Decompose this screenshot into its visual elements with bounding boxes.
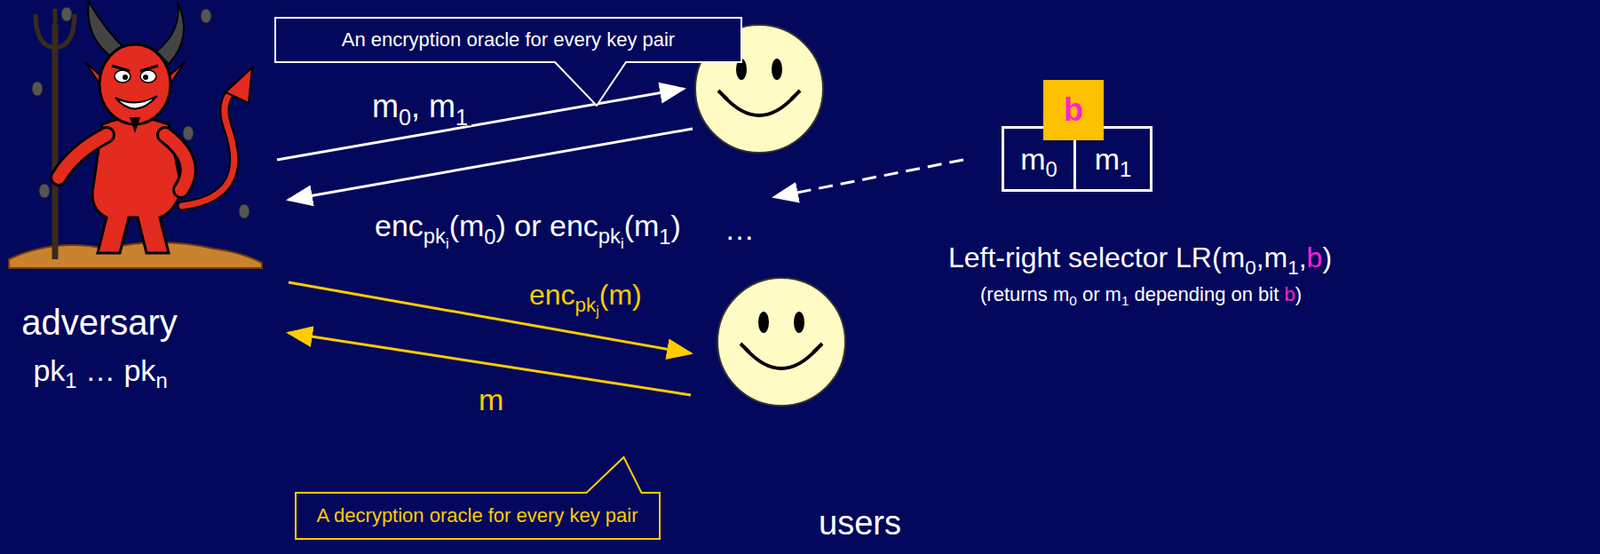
subscript: 1	[1287, 256, 1299, 279]
subscript: pki	[598, 224, 625, 249]
users-label: users	[815, 503, 905, 545]
plaintext-label: m	[475, 381, 507, 419]
callout-outline	[275, 17, 742, 106]
ellipsis: …	[720, 211, 759, 248]
subscript: 1	[1121, 293, 1130, 309]
public-keys: pk1 … pkn	[29, 352, 171, 389]
query-arrow	[277, 88, 684, 160]
node-text: b	[1063, 91, 1084, 129]
subscript: pkj	[575, 293, 600, 317]
node-text: An encryption oracle for every key pair	[341, 28, 675, 52]
subscript: 0	[1069, 293, 1078, 309]
subscript: i	[620, 236, 625, 254]
bit-letter: b	[1306, 241, 1323, 274]
reply-arrow	[288, 128, 693, 200]
selector-title: Left-right selector LR(m0,m1,b)	[944, 240, 1336, 275]
subscript: 0	[398, 104, 412, 130]
selector-note: (returns m0 or m1 depending on bit b)	[976, 283, 1306, 307]
bit-letter: b	[1063, 91, 1084, 128]
subscript: 1	[455, 104, 468, 130]
callout-box: A decryption oracle for every key pair	[295, 492, 660, 539]
subscript: i	[445, 236, 450, 254]
user-smiley	[717, 277, 846, 406]
bit-letter: b	[1283, 283, 1295, 306]
dashed-arrow	[774, 159, 964, 198]
node-text: m1	[1094, 142, 1133, 177]
subscript: 1	[658, 224, 671, 249]
message-pair: m0, m1	[368, 87, 472, 126]
subscript: 0	[1244, 256, 1256, 279]
bit-box: b	[1043, 79, 1104, 141]
adversary-label: adversary	[17, 300, 182, 344]
devil-figure	[8, 1, 262, 269]
callout-box: An encryption oracle for every key pair	[275, 17, 742, 63]
callout-outline	[295, 457, 660, 539]
subscript: n	[155, 368, 167, 393]
subscript: 0	[483, 224, 496, 249]
node-text: A decryption oracle for every key pair	[316, 504, 639, 528]
subscript: 0	[1045, 157, 1058, 182]
subscript: pki	[423, 224, 450, 249]
subscript: j	[595, 303, 599, 319]
ciphertext-label: encpki(m0) or encpki(m1)	[371, 207, 685, 245]
node-text: m0	[1020, 142, 1058, 177]
ciphertext-label: encpkj(m)	[525, 277, 646, 312]
subscript: 1	[1119, 157, 1132, 182]
subscript: 1	[64, 368, 77, 393]
